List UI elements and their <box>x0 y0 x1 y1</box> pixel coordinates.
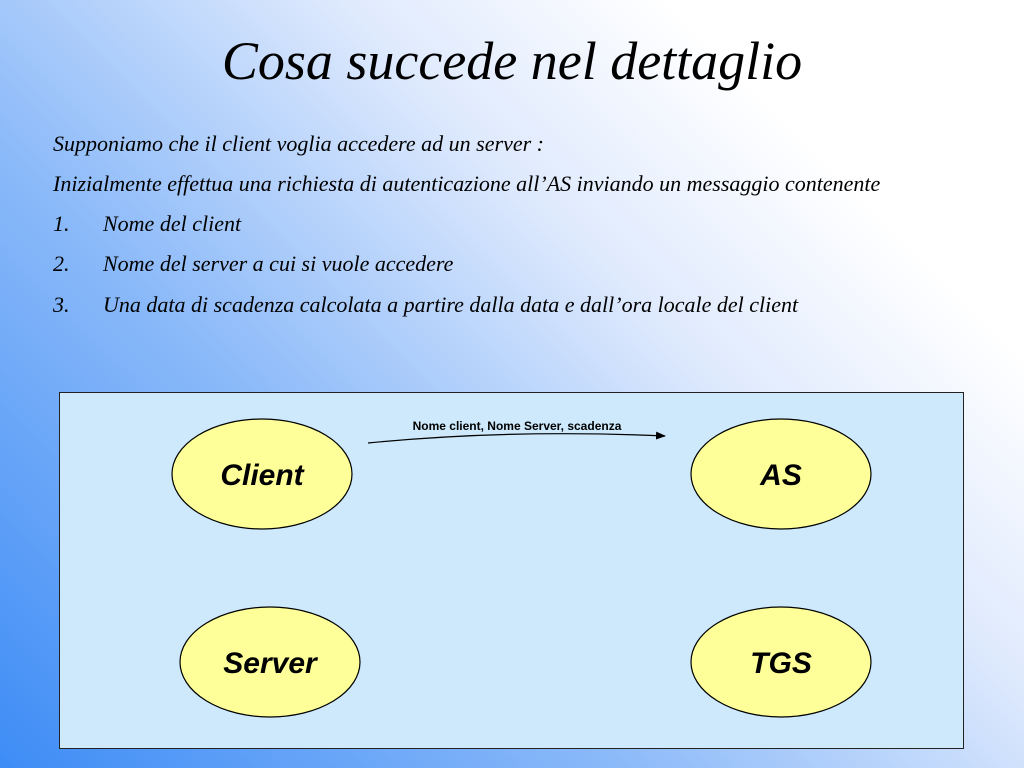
node-label: Server <box>223 647 319 680</box>
diagram-canvas: Client AS Server TGS Nome client, Nome S… <box>171 418 872 718</box>
list-text: Nome del server a cui si vuole accedere <box>103 251 454 276</box>
node-shape <box>690 606 872 718</box>
list-number: 3. <box>53 292 70 317</box>
slide-body: Supponiamo che il client voglia accedere… <box>53 124 963 320</box>
requirements-list: 1. Nome del client 2. Nome del server a … <box>53 204 963 320</box>
edge-client-to-as: Nome client, Nome Server, scadenza <box>367 419 666 444</box>
node-client: Client <box>171 418 353 530</box>
slide-title: Cosa succede nel dettaglio <box>221 31 803 91</box>
diagram-panel: Client AS Server TGS Nome client, Nome S… <box>59 392 964 749</box>
node-label: Client <box>220 459 305 492</box>
node-as: AS <box>690 418 872 530</box>
list-item: 2. Nome del server a cui si vuole accede… <box>53 244 963 284</box>
list-text: Nome del client <box>103 211 242 236</box>
intro-line-1: Supponiamo che il client voglia accedere… <box>53 131 544 156</box>
node-shape <box>171 418 353 530</box>
node-label: TGS <box>750 647 812 680</box>
node-tgs: TGS <box>690 606 872 718</box>
list-number: 1. <box>53 211 70 236</box>
list-text: Una data di scadenza calcolata a partire… <box>103 292 799 317</box>
intro-line-2: Inizialmente effettua una richiesta di a… <box>53 171 881 196</box>
node-label: AS <box>759 459 802 492</box>
node-shape <box>179 606 361 718</box>
list-item: 3. Una data di scadenza calcolata a part… <box>53 289 963 320</box>
list-number: 2. <box>53 251 70 276</box>
node-server: Server <box>179 606 361 718</box>
list-item: 1. Nome del client <box>53 204 963 244</box>
edge-label: Nome client, Nome Server, scadenza <box>413 419 622 433</box>
node-shape <box>690 418 872 530</box>
edge-arrow <box>367 431 666 444</box>
